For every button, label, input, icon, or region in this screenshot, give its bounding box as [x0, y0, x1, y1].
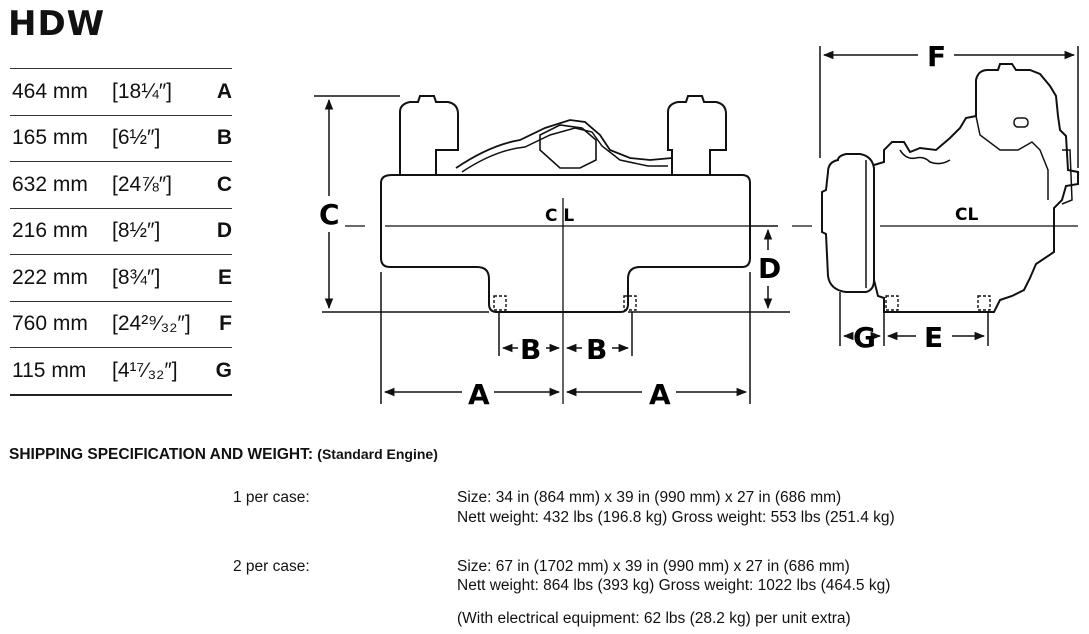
dimension-letter: E — [217, 265, 232, 289]
front-body-outline — [380, 174, 751, 313]
front-left-foot — [493, 295, 507, 311]
dimension-row-f: 760 mm [24²⁹⁄₃₂″] F — [10, 300, 232, 348]
front-center-manifold — [455, 119, 673, 169]
dimension-inch: [24²⁹⁄₃₂″] — [112, 312, 191, 336]
dimension-row-c: 632 mm [24⅞″] C — [10, 161, 232, 208]
dimension-inch: [4¹⁷⁄₃₂″] — [112, 358, 178, 382]
side-pipes — [899, 149, 951, 165]
dimension-row-g: 115 mm [4¹⁷⁄₃₂″] G — [10, 347, 232, 396]
dimension-a-label-left: A — [468, 378, 490, 411]
dimension-row-b: 165 mm [6½″] B — [10, 114, 232, 162]
front-right-head — [667, 95, 727, 175]
front-view — [380, 95, 751, 313]
front-center-manifold-inner — [461, 127, 668, 173]
dimension-row-e: 222 mm [8¾″] E — [10, 254, 232, 301]
dimension-f-label: F — [927, 40, 946, 73]
dimension-letter: G — [215, 358, 232, 382]
two-per-case-label: 2 per case: — [233, 558, 310, 575]
electrical-equipment-note: (With electrical equipment: 62 lbs (28.2… — [457, 610, 851, 627]
side-view — [821, 63, 1079, 313]
dimension-a-lines — [380, 272, 751, 404]
side-port — [1013, 117, 1029, 128]
dimension-row-a: 464 mm [18¼″] A — [10, 68, 232, 115]
dimension-letter: F — [219, 312, 232, 336]
side-left-foot — [885, 295, 899, 311]
shipping-heading-text: SHIPPING SPECIFICATION AND WEIGHT: — [9, 446, 313, 463]
shipping-subheading: (Standard Engine) — [317, 446, 438, 462]
dimension-inch: [6½″] — [112, 126, 161, 150]
dimension-e-label: E — [924, 321, 943, 354]
dimension-inch: [8¾″] — [112, 265, 161, 289]
dimension-letter: C — [216, 172, 232, 196]
side-block-outline — [873, 63, 1079, 313]
dimension-c-label: C — [319, 198, 340, 231]
front-centerline-label: C L — [545, 206, 574, 226]
shipping-heading: SHIPPING SPECIFICATION AND WEIGHT: (Stan… — [9, 446, 438, 464]
side-oil-filter — [1061, 149, 1073, 205]
dimension-d-lines — [750, 225, 778, 310]
dimension-inch: [8½″] — [112, 219, 161, 243]
dimension-c-lines — [314, 95, 790, 313]
two-per-case-size: Size: 67 in (1702 mm) x 39 in (990 mm) x… — [457, 558, 850, 575]
dimension-table: 464 mm [18¼″] A 165 mm [6½″] B 632 mm [2… — [10, 68, 232, 396]
page-title: HDW — [8, 4, 106, 44]
engine-dimension-drawing: C L C D B B A A — [314, 40, 1079, 411]
one-per-case-size: Size: 34 in (864 mm) x 39 in (990 mm) x … — [457, 489, 842, 506]
dimension-b-label-right: B — [586, 333, 607, 366]
side-right-foot — [977, 295, 991, 311]
dimension-d-label: D — [758, 252, 781, 285]
front-center-fuel-pump — [539, 124, 597, 169]
dimension-b-label-left: B — [520, 333, 541, 366]
front-centerlines — [345, 198, 750, 404]
dimension-inch: [18¼″] — [112, 79, 172, 103]
dimension-f-lines — [819, 46, 1079, 168]
dimension-a-label-right: A — [649, 378, 671, 411]
dimension-mm: 760 mm — [12, 312, 88, 336]
one-per-case-weight: Nett weight: 432 lbs (196.8 kg) Gross we… — [457, 509, 895, 526]
side-centerline-label: CL — [955, 205, 978, 225]
dimension-mm: 115 mm — [12, 358, 87, 382]
dimension-g-label: G — [853, 321, 876, 354]
dimension-mm: 165 mm — [12, 126, 88, 150]
dimension-mm: 464 mm — [12, 79, 88, 103]
dimension-mm: 222 mm — [12, 265, 88, 289]
dimension-letter: D — [216, 219, 232, 243]
front-right-foot — [623, 295, 637, 311]
dimension-mm: 216 mm — [12, 219, 88, 243]
side-flywheel-housing — [821, 153, 875, 293]
dimension-row-d: 216 mm [8½″] D — [10, 207, 232, 255]
front-left-head — [399, 95, 459, 175]
dimension-letter: B — [216, 126, 232, 150]
dimension-g-e-lines — [839, 292, 989, 346]
side-block-detail — [975, 115, 1049, 200]
two-per-case-weight: Nett weight: 864 lbs (393 kg) Gross weig… — [457, 577, 891, 594]
one-per-case-label: 1 per case: — [233, 489, 310, 506]
dimension-letter: A — [216, 79, 232, 103]
dimension-inch: [24⅞″] — [112, 172, 172, 196]
dimension-b-lines — [498, 312, 633, 356]
dimension-mm: 632 mm — [12, 172, 88, 196]
